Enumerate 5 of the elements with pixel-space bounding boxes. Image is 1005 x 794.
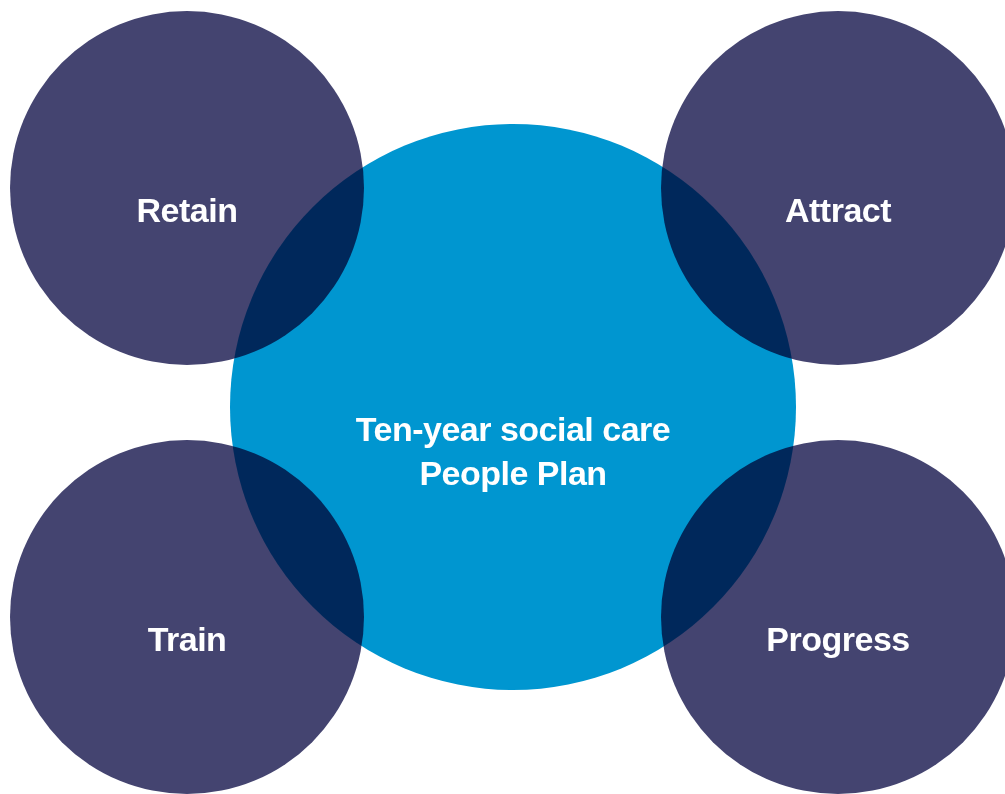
circle-label: Retain	[135, 190, 239, 231]
circle-label: Ten-year social care People Plan	[354, 409, 672, 494]
circle-label: Train	[146, 619, 228, 660]
circle-label: Attract	[783, 190, 893, 231]
circle-label: Progress	[765, 619, 911, 660]
